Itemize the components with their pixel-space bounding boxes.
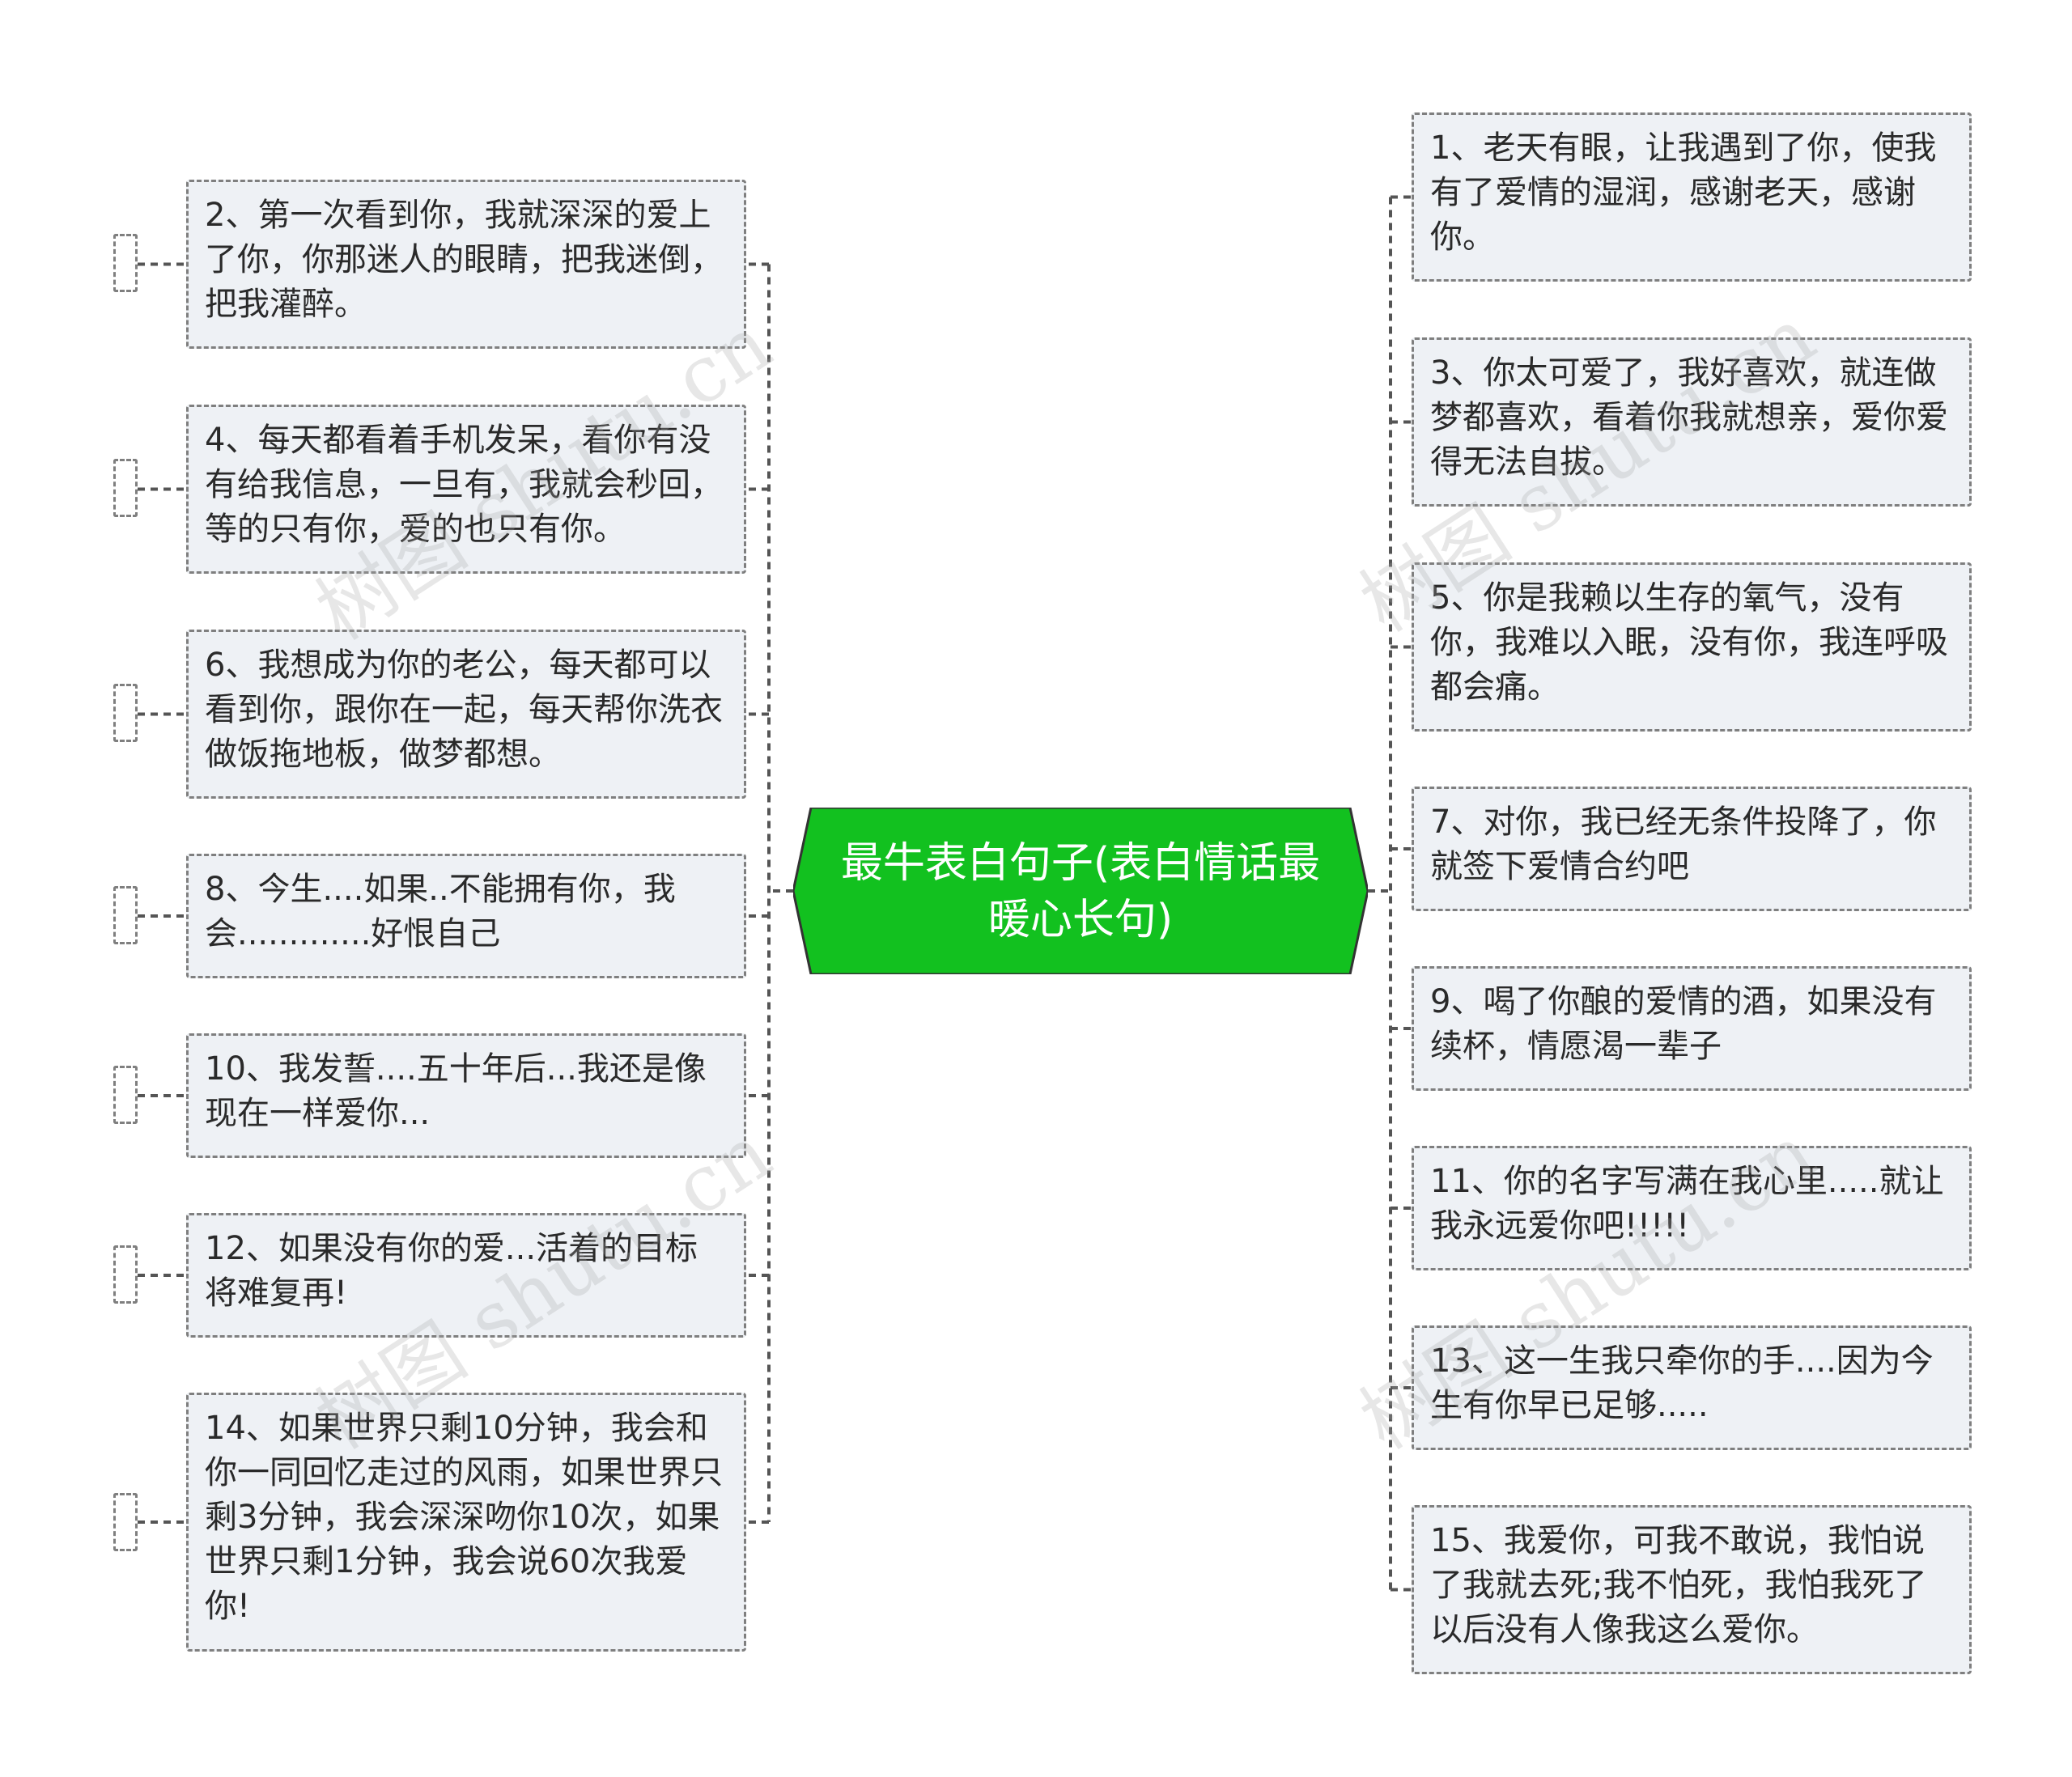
right-topic-3[interactable]: 3、你太可爱了，我好喜欢，就连做梦都喜欢，看着你我就想亲，爱你爱得无法自拔。 [1412,337,1972,507]
topic-text: 11、你的名字写满在我心里.....就让我永远爱你吧!!!!! [1430,1163,1944,1245]
left-topic-6[interactable]: 6、我想成为你的老公，每天都可以看到你，跟你在一起，每天帮你洗衣做饭拖地板，做梦… [186,630,746,799]
right-topic-13[interactable]: 13、这一生我只牵你的手....因为今生有你早已足够..... [1412,1325,1972,1450]
right-topic-15[interactable]: 15、我爱你，可我不敢说，我怕说了我就去死;我不怕死，我怕我死了以后没有人像我这… [1412,1505,1972,1674]
collapsed-branch-stub[interactable] [113,1493,138,1551]
topic-text: 14、如果世界只剩10分钟，我会和你一同回忆走过的风雨，如果世界只剩3分钟，我会… [205,1410,723,1625]
topic-text: 10、我发誓....五十年后...我还是像现在一样爱你... [205,1050,707,1132]
topic-text: 13、这一生我只牵你的手....因为今生有你早已足够..... [1430,1342,1934,1424]
right-topic-5[interactable]: 5、你是我赖以生存的氧气，没有你，我难以入眠，没有你，我连呼吸都会痛。 [1412,562,1972,732]
collapsed-branch-stub[interactable] [113,684,138,742]
topic-text: 15、我爱你，可我不敢说，我怕说了我就去死;我不怕死，我怕我死了以后没有人像我这… [1430,1522,1927,1648]
left-topic-14[interactable]: 14、如果世界只剩10分钟，我会和你一同回忆走过的风雨，如果世界只剩3分钟，我会… [186,1393,746,1652]
left-topic-4[interactable]: 4、每天都看着手机发呆，看你有没有给我信息，一旦有，我就会秒回，等的只有你，爱的… [186,405,746,574]
right-topic-11[interactable]: 11、你的名字写满在我心里.....就让我永远爱你吧!!!!! [1412,1146,1972,1270]
collapsed-branch-stub[interactable] [113,234,138,292]
topic-text: 12、如果没有你的爱...活着的目标将难复再! [205,1230,698,1312]
topic-text: 1、老天有眼，让我遇到了你，使我有了爱情的湿润，感谢老天，感谢你。 [1430,129,1937,256]
collapsed-branch-stub[interactable] [113,459,138,517]
topic-text: 7、对你，我已经无条件投降了，你就签下爱情合约吧 [1430,804,1937,885]
left-topic-8[interactable]: 8、今生....如果..不能拥有你，我会.............好恨自己 [186,854,746,978]
collapsed-branch-stub[interactable] [113,886,138,944]
collapsed-branch-stub[interactable] [113,1245,138,1304]
central-topic[interactable]: 最牛表白句子(表白情话最暖心长句) [793,808,1368,974]
right-topic-1[interactable]: 1、老天有眼，让我遇到了你，使我有了爱情的湿润，感谢老天，感谢你。 [1412,112,1972,282]
topic-text: 6、我想成为你的老公，每天都可以看到你，跟你在一起，每天帮你洗衣做饭拖地板，做梦… [205,647,723,773]
left-topic-10[interactable]: 10、我发誓....五十年后...我还是像现在一样爱你... [186,1033,746,1158]
topic-text: 5、你是我赖以生存的氧气，没有你，我难以入眠，没有你，我连呼吸都会痛。 [1430,579,1948,706]
topic-text: 9、喝了你酿的爱情的酒，如果没有续杯，情愿渴一辈子 [1430,983,1937,1065]
topic-text: 8、今生....如果..不能拥有你，我会.............好恨自己 [205,871,676,952]
central-topic-title: 最牛表白句子(表白情话最暖心长句) [840,839,1321,944]
left-topic-12[interactable]: 12、如果没有你的爱...活着的目标将难复再! [186,1213,746,1338]
topic-text: 4、每天都看着手机发呆，看你有没有给我信息，一旦有，我就会秒回，等的只有你，爱的… [205,422,723,548]
right-topic-9[interactable]: 9、喝了你酿的爱情的酒，如果没有续杯，情愿渴一辈子 [1412,966,1972,1091]
central-topic-shape [793,808,1368,974]
right-topic-7[interactable]: 7、对你，我已经无条件投降了，你就签下爱情合约吧 [1412,787,1972,911]
left-topic-2[interactable]: 2、第一次看到你，我就深深的爱上了你，你那迷人的眼睛，把我迷倒，把我灌醉。 [186,180,746,349]
collapsed-branch-stub[interactable] [113,1066,138,1124]
topic-text: 3、你太可爱了，我好喜欢，就连做梦都喜欢，看着你我就想亲，爱你爱得无法自拔。 [1430,354,1948,481]
topic-text: 2、第一次看到你，我就深深的爱上了你，你那迷人的眼睛，把我迷倒，把我灌醉。 [205,197,723,323]
